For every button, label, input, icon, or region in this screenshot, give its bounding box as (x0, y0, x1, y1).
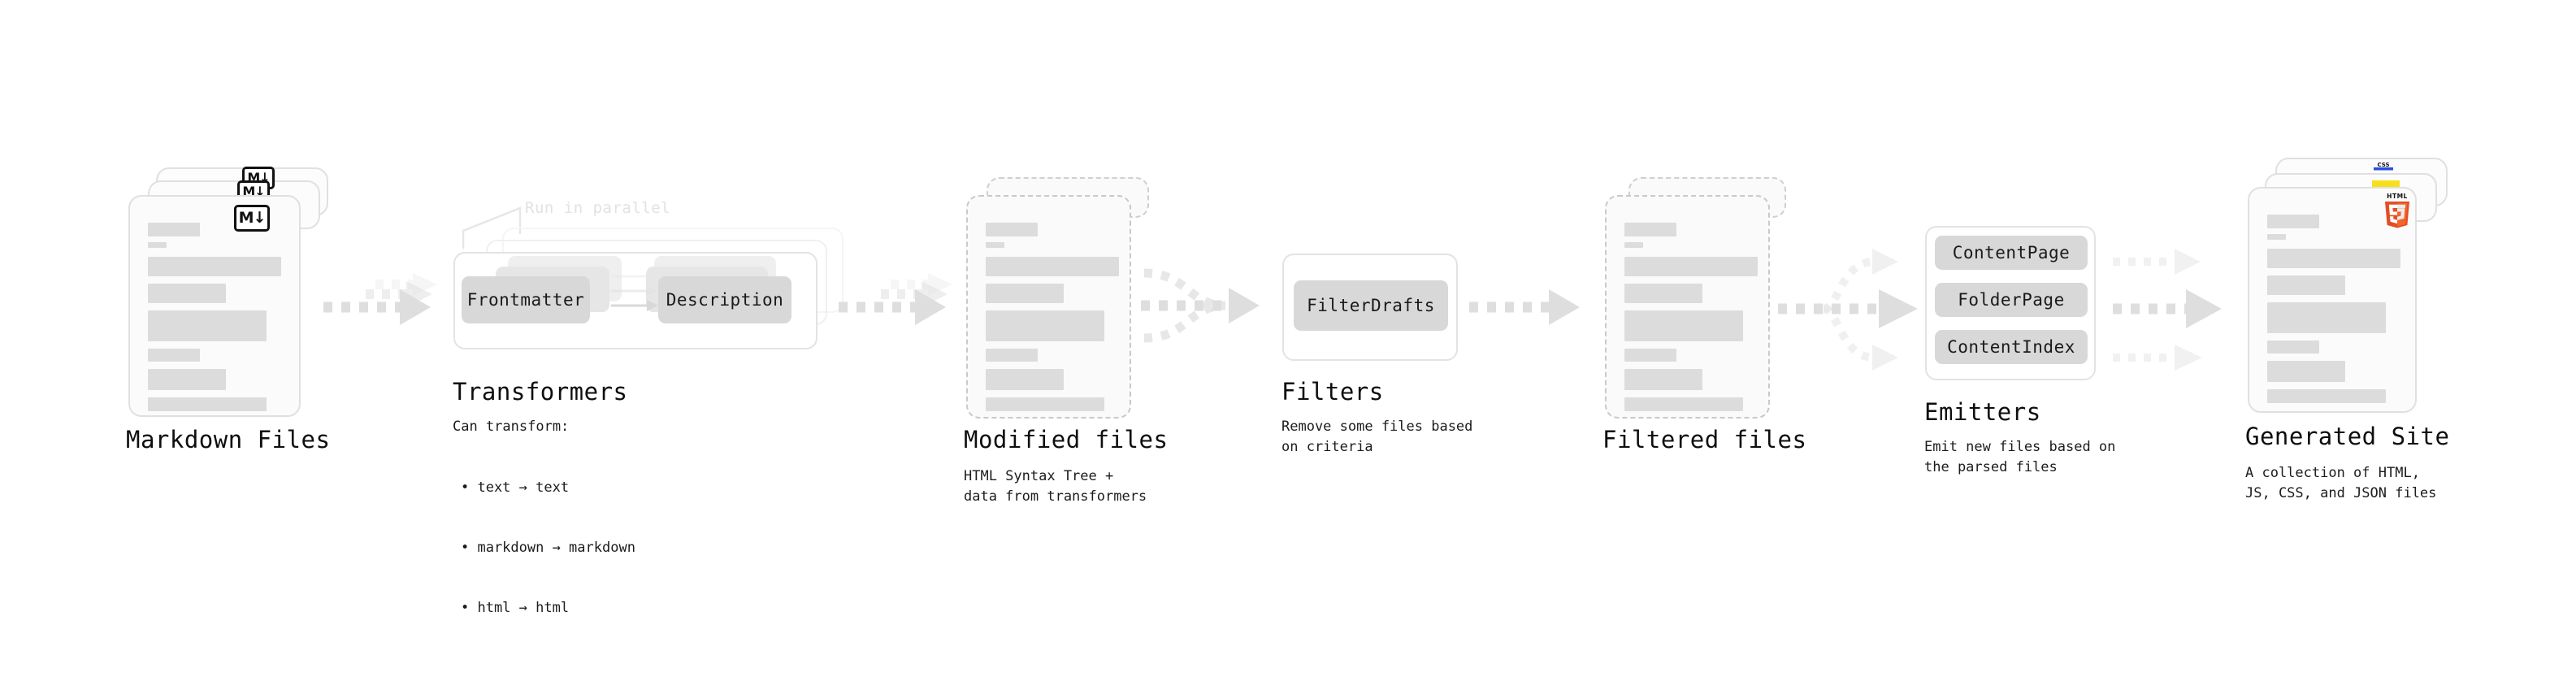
arrow-filtered-to-emitters (1778, 249, 1918, 371)
transformers-title: Transformers (453, 378, 628, 406)
modified-card-lines (986, 223, 1119, 417)
doc-line (1624, 223, 1676, 236)
transformer-chip-frontmatter[interactable]: Frontmatter (462, 276, 590, 323)
css3-icon: CSS (2374, 162, 2393, 171)
transformers-bullets: • text → text • markdown → markdown • ht… (461, 438, 635, 658)
site-card-lines (2267, 215, 2400, 409)
modified-card-front (966, 195, 1131, 419)
filtered-card-lines (1624, 223, 1758, 417)
transformers-bullet: • markdown → markdown (461, 540, 635, 557)
doc-line (986, 223, 1038, 236)
doc-line (986, 369, 1064, 390)
transformers-subtitle: Can transform: (453, 419, 570, 435)
doc-line (148, 369, 226, 390)
doc-line (2267, 275, 2345, 295)
transformers-bullet: • html → html (461, 600, 570, 617)
markdown-card-lines (148, 223, 283, 417)
doc-line (2267, 302, 2386, 333)
doc-line (2267, 249, 2400, 268)
markdown-icon: M↓ (234, 205, 270, 232)
markdown-icon-label: M↓ (238, 209, 267, 227)
emitter-chip-folderpage-label: FolderPage (1958, 290, 2065, 310)
doc-line (2267, 361, 2345, 382)
emitter-chip-contentindex-label: ContentIndex (1947, 337, 2075, 357)
markdown-card-front (128, 195, 301, 417)
run-in-parallel-bracket (462, 206, 522, 249)
arrow-md-to-transformers (323, 273, 437, 325)
filters-subtitle: Remove some files based on criteria (1281, 419, 1473, 455)
doc-line (1624, 397, 1743, 411)
filter-chip-filterdrafts[interactable]: FilterDrafts (1294, 280, 1448, 331)
doc-line (1624, 257, 1758, 276)
doc-line (1624, 310, 1743, 341)
doc-line (1624, 242, 1643, 248)
doc-line (2267, 234, 2286, 240)
doc-line (148, 257, 281, 276)
doc-line (986, 284, 1064, 303)
transformer-chip-description-label: Description (666, 290, 784, 310)
arrow-transformers-to-modified (839, 273, 952, 325)
transformers-bullet: • text → text (461, 479, 570, 497)
doc-line (1624, 369, 1702, 390)
emitters-title: Emitters (1924, 398, 2041, 426)
modified-files-subtitle: HTML Syntax Tree + data from transformer… (964, 468, 1147, 505)
svg-text:CSS: CSS (2377, 162, 2389, 168)
emitter-chip-contentpage[interactable]: ContentPage (1935, 236, 2088, 270)
doc-line (986, 257, 1119, 276)
doc-line (2267, 215, 2319, 228)
doc-line (1624, 284, 1702, 303)
arrow-modified-to-filters (1141, 268, 1260, 343)
filtered-files-title: Filtered files (1602, 426, 1807, 453)
arrow-emitters-to-site (2113, 249, 2222, 371)
svg-text:HTML: HTML (2387, 193, 2408, 200)
doc-line (2267, 389, 2386, 403)
transformer-chip-description[interactable]: Description (658, 276, 791, 323)
doc-line (148, 223, 200, 236)
emitter-chip-contentpage-label: ContentPage (1952, 243, 2071, 262)
doc-line (986, 349, 1038, 362)
doc-line (148, 242, 167, 248)
doc-line (986, 310, 1104, 341)
generated-site-subtitle: A collection of HTML, JS, CSS, and JSON … (2245, 465, 2437, 501)
emitter-chip-folderpage[interactable]: FolderPage (1935, 283, 2088, 317)
generated-site-title: Generated Site (2245, 423, 2450, 450)
run-in-parallel-note: Run in parallel (525, 199, 671, 217)
doc-line (148, 284, 226, 303)
doc-line (986, 242, 1004, 248)
arrow-filters-to-filtered (1469, 289, 1580, 325)
filters-title: Filters (1281, 378, 1384, 406)
doc-line (986, 397, 1104, 411)
markdown-files-title: Markdown Files (126, 426, 331, 453)
markdown-icon-ghost-mid-label: M↓ (242, 184, 265, 199)
doc-line (148, 349, 200, 362)
doc-line (1624, 349, 1676, 362)
doc-line (2267, 340, 2319, 354)
emitter-chip-contentindex[interactable]: ContentIndex (1935, 330, 2088, 364)
doc-line (148, 310, 267, 341)
doc-line (148, 397, 267, 411)
transformer-chip-frontmatter-label: Frontmatter (466, 290, 585, 310)
html5-icon: HTML (2385, 193, 2409, 228)
filter-chip-filterdrafts-label: FilterDrafts (1307, 296, 1435, 315)
transformer-inner-arrows (611, 271, 658, 311)
modified-files-title: Modified files (964, 426, 1169, 453)
emitters-subtitle: Emit new files based on the parsed files (1924, 439, 2116, 475)
filtered-card-front (1605, 195, 1770, 419)
